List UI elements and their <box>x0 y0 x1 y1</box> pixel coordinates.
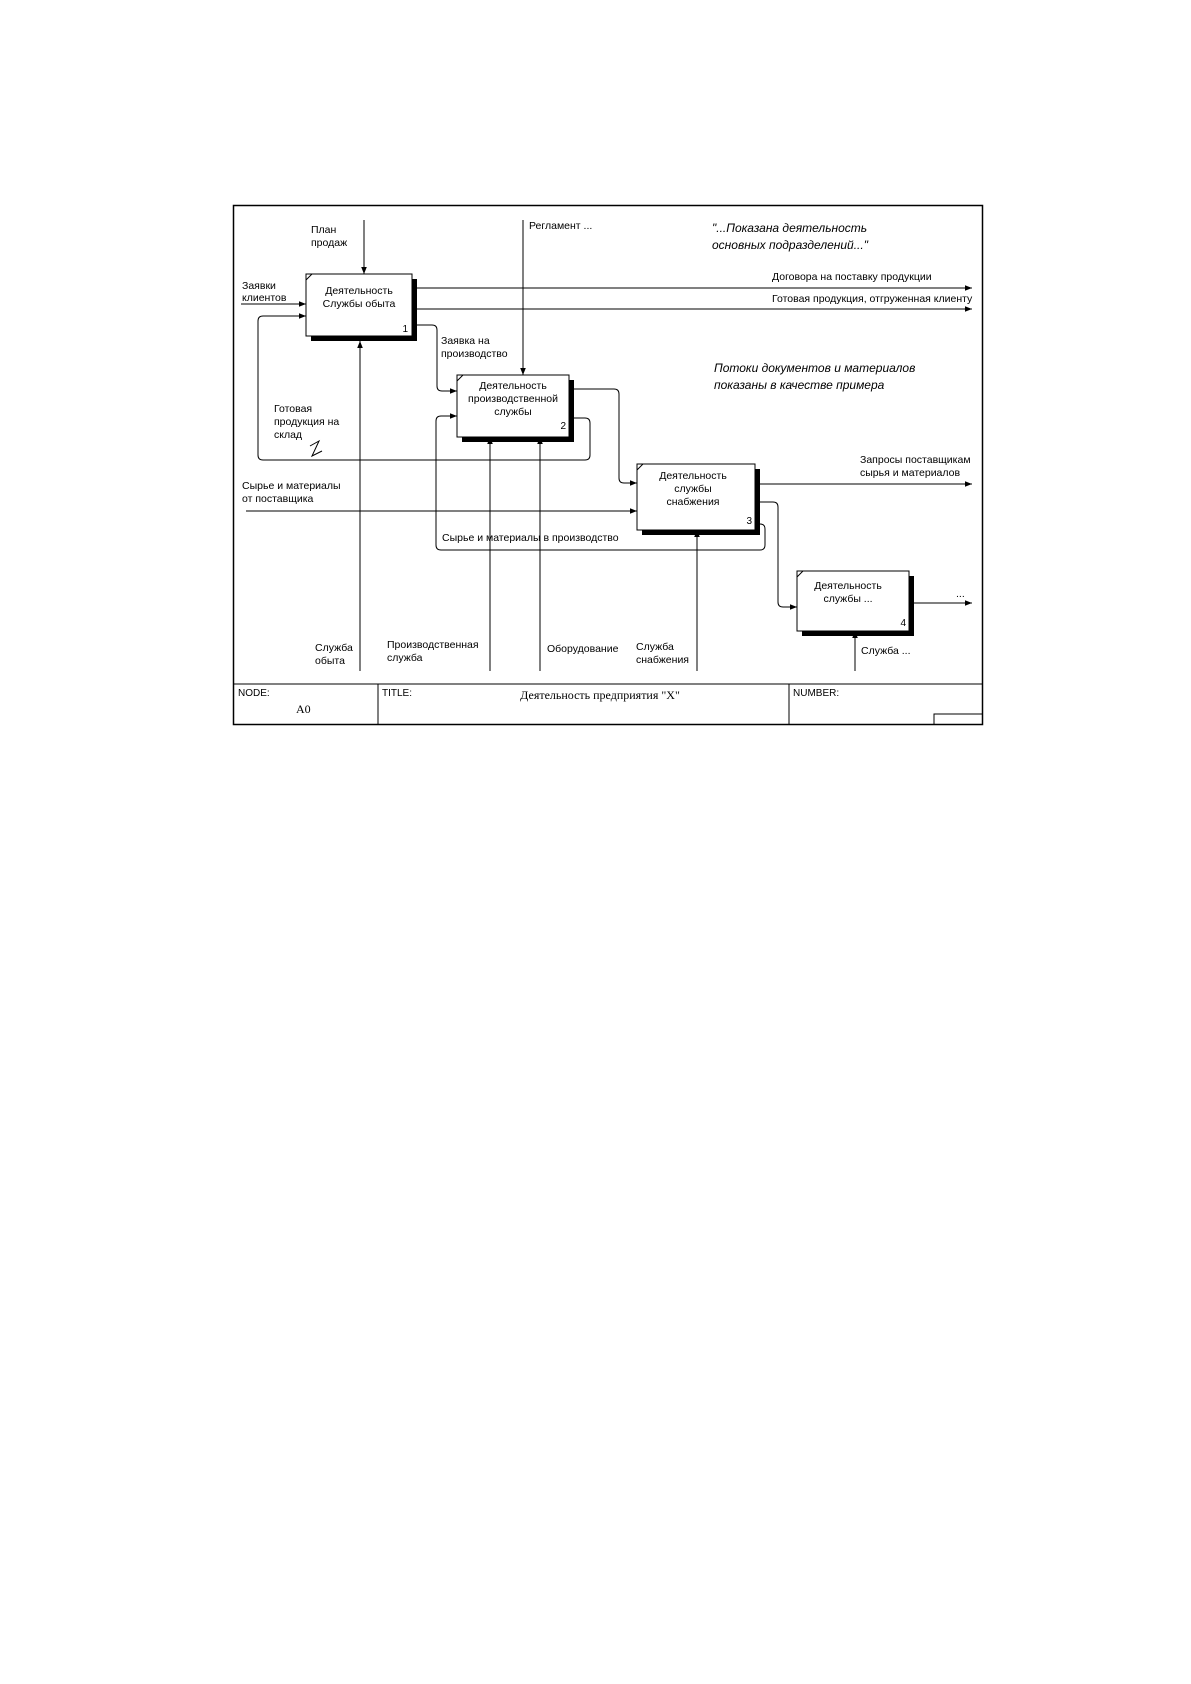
svg-text:3: 3 <box>746 516 752 527</box>
svg-text:"...Показана деятельность: "...Показана деятельность <box>712 221 867 235</box>
svg-text:клиентов: клиентов <box>242 292 287 304</box>
svg-text:продукция на: продукция на <box>274 416 339 428</box>
svg-text:4: 4 <box>900 618 906 629</box>
arrow-shipped-products: Готовая продукция, отгруженная клиенту <box>412 293 973 312</box>
svg-text:Деятельность: Деятельность <box>814 580 882 592</box>
svg-text:Потоки документов и материалов: Потоки документов и материалов <box>714 361 915 375</box>
title-block-corner-box <box>933 713 983 725</box>
number-label: NUMBER: <box>793 688 839 699</box>
arrow-finished-to-stock: Готовая продукция на склад <box>257 313 591 461</box>
svg-text:Деятельность: Деятельность <box>659 470 727 482</box>
activity-box-2[interactable]: Деятельность производственной службы 2 <box>456 374 574 442</box>
arrow-raw-from-supplier: Сырье и материалы от поставщика <box>242 480 637 514</box>
svg-text:...: ... <box>956 588 965 600</box>
svg-text:снабжения: снабжения <box>636 654 689 666</box>
arrow-client-requests: Заявки клиентов <box>241 280 306 307</box>
arrow-supplier-requests: Запросы поставщикам сырья и материалов <box>755 454 972 487</box>
svg-text:сырья и материалов: сырья и материалов <box>860 467 960 479</box>
arrow-contracts: Договора на поставку продукции <box>412 271 972 291</box>
svg-text:Заявки: Заявки <box>242 280 276 292</box>
arrow-box3-to-box4 <box>755 501 797 610</box>
svg-text:Готовая: Готовая <box>274 403 312 415</box>
arrow-box2-to-box3 <box>569 388 637 486</box>
svg-text:Деятельность: Деятельность <box>479 380 547 392</box>
svg-text:основных подразделений...": основных подразделений..." <box>712 238 869 252</box>
node-value: A0 <box>296 702 311 716</box>
svg-text:Служба: Служба <box>636 641 674 653</box>
activity-box-1[interactable]: Деятельность Службы обыта 1 <box>305 273 417 341</box>
svg-text:производственной: производственной <box>468 393 558 405</box>
arrow-plan-sales: План продаж <box>311 220 367 274</box>
svg-text:Службы обыта: Службы обыта <box>323 298 396 310</box>
svg-text:производство: производство <box>441 348 508 360</box>
svg-text:Заявка на: Заявка на <box>441 335 490 347</box>
svg-text:Служба ...: Служба ... <box>861 645 911 657</box>
svg-text:склад: склад <box>274 429 302 441</box>
mechanism-equipment: Оборудование <box>537 437 619 671</box>
svg-text:Производственная: Производственная <box>387 639 479 651</box>
svg-text:обыта: обыта <box>315 655 345 667</box>
arrow-production-request: Заявка на производство <box>412 324 508 394</box>
activity-box-3[interactable]: Деятельность службы снабжения 3 <box>636 463 760 535</box>
mechanism-supply-service: Служба снабжения <box>636 530 700 671</box>
svg-text:Оборудование: Оборудование <box>547 643 619 655</box>
mechanism-production-service: Производственная служба <box>387 437 493 671</box>
svg-text:Регламент ...: Регламент ... <box>529 220 592 232</box>
title-block: NODE: A0 TITLE: Деятельность предприятия… <box>233 683 983 725</box>
diagram-frame <box>232 204 984 726</box>
title-label: TITLE: <box>382 688 412 699</box>
svg-text:Сырье и материалы: Сырье и материалы <box>242 480 341 492</box>
mechanism-sales-service: Служба обыта <box>315 341 363 671</box>
svg-text:службы: службы <box>494 406 531 418</box>
mechanism-service-more: Служба ... <box>852 631 911 671</box>
node-label: NODE: <box>238 688 270 699</box>
svg-text:от поставщика: от поставщика <box>242 493 314 505</box>
svg-text:Сырье и материалы в производст: Сырье и материалы в производство <box>442 532 619 544</box>
svg-text:2: 2 <box>560 421 566 432</box>
svg-text:служба: служба <box>387 652 423 664</box>
arrow-raw-to-production: Сырье и материалы в производство <box>435 413 766 551</box>
svg-text:продаж: продаж <box>311 237 347 249</box>
svg-text:показаны в качестве примера: показаны в качестве примера <box>714 378 885 392</box>
arrow-reglament: Регламент ... <box>520 220 592 375</box>
note-middle: Потоки документов и материалов показаны … <box>714 361 915 392</box>
svg-text:Договора на поставку продукции: Договора на поставку продукции <box>772 271 932 283</box>
svg-text:1: 1 <box>402 324 408 335</box>
svg-text:План: План <box>311 224 337 236</box>
activity-box-4[interactable]: Деятельность службы ... 4 <box>796 570 914 636</box>
svg-text:снабжения: снабжения <box>667 496 720 508</box>
svg-text:Готовая продукция, отгруженная: Готовая продукция, отгруженная клиенту <box>772 293 973 305</box>
arrow-output-more: ... <box>909 588 972 606</box>
svg-text:Служба: Служба <box>315 642 353 654</box>
svg-text:службы: службы <box>674 483 711 495</box>
svg-text:Деятельность: Деятельность <box>325 285 393 297</box>
svg-text:службы ...: службы ... <box>823 593 872 605</box>
note-top: "...Показана деятельность основных подра… <box>712 221 869 252</box>
svg-text:Запросы поставщикам: Запросы поставщикам <box>860 454 971 466</box>
diagram-title: Деятельность предприятия "X" <box>520 688 680 702</box>
